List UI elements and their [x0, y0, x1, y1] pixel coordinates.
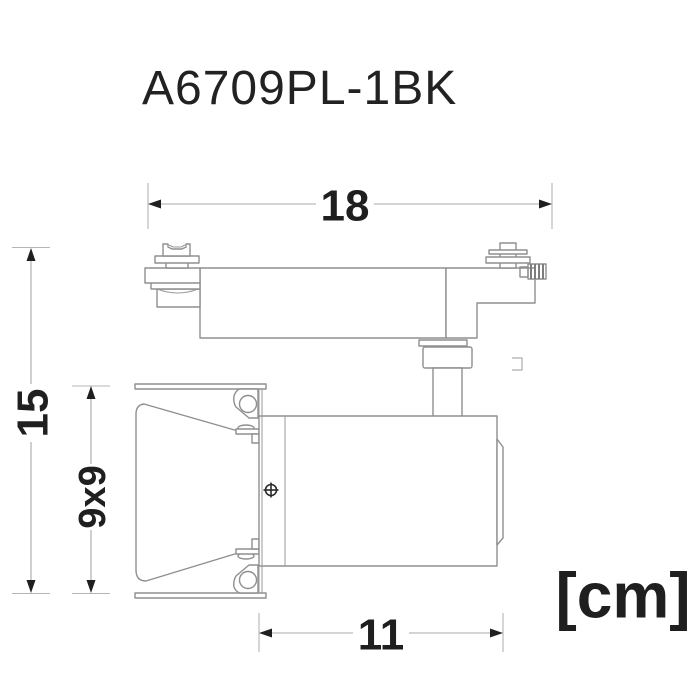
- dim-label-body-width: 11: [358, 610, 405, 659]
- pin-flange-lower: [485, 256, 531, 264]
- pin-prongs: [162, 243, 191, 257]
- dimension-total-height: 15: [8, 246, 57, 595]
- pin-post: [499, 242, 517, 269]
- arrowhead-right: [490, 628, 503, 638]
- top-spring-bracket: [235, 424, 260, 444]
- swivel-joint: [418, 339, 523, 418]
- dim-label-total-height: 15: [8, 389, 57, 438]
- trim-bottom-plate: [134, 592, 267, 599]
- trim-top-plate: [134, 383, 267, 390]
- bracket-bar: [235, 548, 260, 555]
- left-contact-pin: [154, 243, 200, 269]
- pin-flange: [154, 255, 200, 264]
- right-contact-pin: [485, 242, 531, 269]
- swivel-block: [422, 346, 473, 369]
- arrowhead-right: [539, 199, 552, 209]
- reflector-cone: [135, 403, 239, 582]
- pin-flange-upper: [488, 249, 528, 255]
- stem: [432, 367, 463, 418]
- bracket-tab: [251, 433, 260, 444]
- screw-icon: [263, 482, 279, 498]
- lamp-head-drawing: [258, 389, 504, 593]
- arrowhead-up: [86, 386, 96, 399]
- bracket-bar: [235, 428, 260, 435]
- dimension-body-width: 11: [258, 610, 504, 659]
- cable-tab: [512, 357, 523, 371]
- dim-label-total-width: 18: [321, 181, 370, 230]
- arrowhead-down: [86, 580, 96, 593]
- top-lug-hole: [238, 394, 258, 414]
- adapter-left-block-top: [144, 267, 201, 284]
- swivel-plate: [418, 339, 468, 347]
- track-adapter-drawing: [144, 242, 547, 418]
- pin-prong-notch: [168, 244, 186, 248]
- dimension-cutout-size: 9x9: [72, 385, 114, 595]
- unit-label: [cm]: [555, 560, 690, 632]
- bottom-lug-hole: [238, 570, 258, 590]
- dimension-total-width: 18: [147, 181, 553, 230]
- adapter-body: [199, 267, 447, 339]
- dim-label-cutout: 9x9: [72, 465, 114, 528]
- arrowhead-left: [259, 628, 272, 638]
- recessed-trim-drawing: [134, 383, 267, 599]
- locking-knob: [519, 263, 547, 280]
- bottom-spring-bracket: [235, 538, 260, 560]
- model-number-title: A6709PL-1BK: [142, 62, 457, 115]
- trim-top-lug: [233, 388, 259, 419]
- adapter-right-section: [445, 267, 536, 339]
- bracket-tab: [251, 538, 260, 550]
- rear-lens-ring: [496, 438, 504, 546]
- adapter-left-lens-arc: [156, 288, 199, 294]
- arrowhead-up: [26, 248, 36, 261]
- lamp-body: [258, 415, 498, 567]
- arrowhead-down: [26, 580, 36, 593]
- adapter-left-block-lower: [156, 288, 201, 308]
- arrowhead-left: [148, 199, 161, 209]
- knob-knurled-head: [527, 263, 547, 280]
